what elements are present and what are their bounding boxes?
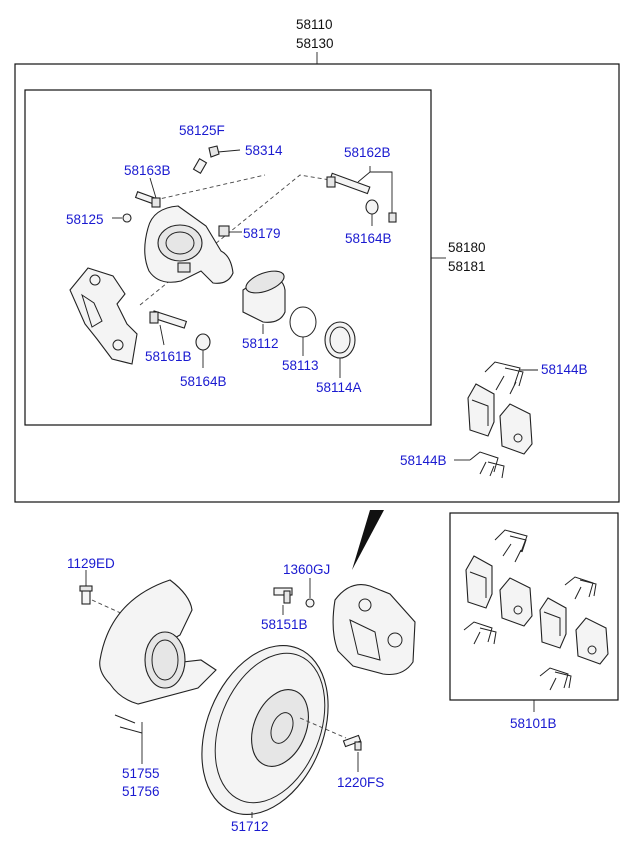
brake-pad-left-part: [467, 383, 495, 437]
part-link-disc[interactable]: 51712: [231, 819, 269, 834]
dust-cover-part: [99, 579, 217, 734]
guide-rod-part: [326, 172, 397, 223]
part-link-piston[interactable]: 58112: [242, 336, 279, 351]
caliper-assembly-part: [332, 584, 416, 676]
part-link-bleeder-cap[interactable]: 58314: [245, 143, 283, 158]
part-link-dust-cover-bolt[interactable]: 1129ED: [67, 556, 115, 571]
kit-clips-upper-part: [494, 529, 528, 563]
assy-label-rh: 58130: [296, 36, 334, 51]
brake-disc-part: [201, 645, 329, 815]
caliper-inner-frame: [24, 89, 432, 426]
assy-label-lh: 58110: [296, 17, 333, 32]
upper-bolt-part: [134, 191, 161, 208]
kit-pad-lower-left-part: [539, 597, 567, 649]
caliper-body-part: [144, 205, 234, 284]
washer-part: [305, 598, 315, 608]
caliper-bolt-part: [273, 587, 293, 604]
pointer-wedge: [352, 510, 384, 570]
clip-top-part: [484, 361, 524, 395]
bracket-cap-part: [218, 225, 230, 237]
brake-pad-right-part: [499, 403, 533, 455]
guide-dash-line: [139, 174, 331, 306]
part-link-washer[interactable]: 1360GJ: [283, 562, 330, 577]
part-link-clip-top[interactable]: 58144B: [541, 362, 588, 377]
part-link-pad-kit[interactable]: 58101B: [510, 716, 557, 731]
part-link-bracket-cap[interactable]: 58179: [243, 226, 281, 241]
pad-kit-frame: [449, 512, 619, 701]
kit-clips-lower-part: [539, 667, 572, 691]
clip-bottom-part: [469, 451, 505, 479]
part-link-piston-seal[interactable]: 58113: [282, 358, 319, 373]
bleeder-screw-part: [192, 145, 220, 174]
lower-guide-pin-part: [149, 310, 188, 329]
piston-part: [242, 270, 286, 323]
part-link-piston-boot[interactable]: 58114A: [316, 380, 362, 395]
kit-clips-right-part: [564, 576, 597, 600]
part-link-bolt-upper[interactable]: 58163B: [124, 163, 171, 178]
part-link-dust-cover-rh[interactable]: 51756: [122, 784, 160, 799]
part-link-boot-upper[interactable]: 58164B: [345, 231, 392, 246]
lower-boot-part: [195, 333, 211, 351]
dust-cover-bolt-part: [79, 585, 93, 605]
bleeder-part: [122, 213, 132, 223]
mounting-bracket-part: [69, 267, 138, 365]
caliper-label-rh: 58181: [448, 259, 486, 274]
part-link-bleeder-screw[interactable]: 58125F: [179, 123, 225, 138]
piston-seal-part: [289, 306, 317, 338]
part-link-disc-screw[interactable]: 1220FS: [337, 775, 384, 790]
kit-pad-left-part: [465, 555, 493, 609]
kit-pad-right-part: [499, 577, 533, 627]
caliper-label-lh: 58180: [448, 240, 486, 255]
guide-dash-line-2: [154, 174, 266, 201]
part-link-clip-bottom[interactable]: 58144B: [400, 453, 447, 468]
part-link-caliper-bolt[interactable]: 58151B: [261, 617, 308, 632]
part-link-dust-cover-lh[interactable]: 51755: [122, 766, 160, 781]
part-link-guide-rod-kit[interactable]: 58162B: [344, 145, 391, 160]
part-link-bleeder[interactable]: 58125: [66, 212, 104, 227]
kit-pad-lower-right-part: [575, 617, 609, 665]
part-link-boot-lower[interactable]: 58164B: [180, 374, 227, 389]
part-link-guide-pin-lower[interactable]: 58161B: [145, 349, 192, 364]
disc-screw-part: [342, 734, 362, 751]
kit-clips-left-part: [463, 621, 497, 645]
